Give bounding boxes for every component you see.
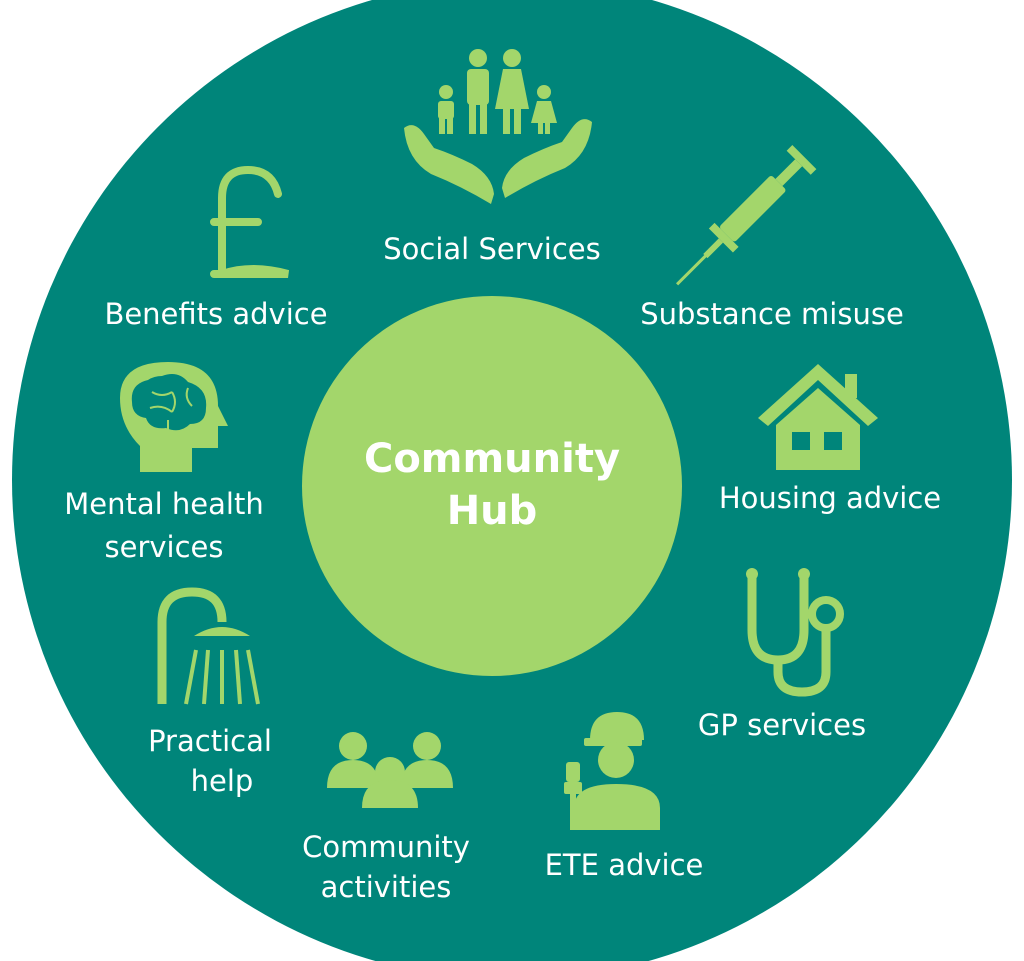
community-activities-label-line2: activities xyxy=(321,870,452,904)
benefits-advice-label: Benefits advice xyxy=(104,297,327,331)
worker-icon xyxy=(564,712,660,830)
syringe-icon xyxy=(676,145,817,286)
mental-health-label-line2: services xyxy=(105,530,224,564)
group-icon xyxy=(327,732,453,808)
housing-advice-label: Housing advice xyxy=(719,481,941,515)
center-circle xyxy=(302,296,682,676)
center-title-line1: Community xyxy=(364,436,620,482)
house-icon xyxy=(758,364,878,470)
brain-head-icon xyxy=(120,362,228,472)
family-in-hands-icon xyxy=(404,49,592,204)
community-activities-label-line1: Community xyxy=(302,830,470,864)
substance-misuse-label: Substance misuse xyxy=(640,297,904,331)
stethoscope-icon xyxy=(746,568,844,697)
center-title-line2: Hub xyxy=(447,488,538,534)
ete-advice-label: ETE advice xyxy=(545,848,704,882)
pound-icon xyxy=(210,165,290,278)
practical-help-label-line2: help xyxy=(191,764,254,798)
gp-services-label: GP services xyxy=(698,708,866,742)
practical-help-label-line1: Practical xyxy=(148,724,272,758)
shower-icon xyxy=(157,587,260,705)
social-services-label: Social Services xyxy=(383,232,601,266)
mental-health-label-line1: Mental health xyxy=(64,487,263,521)
